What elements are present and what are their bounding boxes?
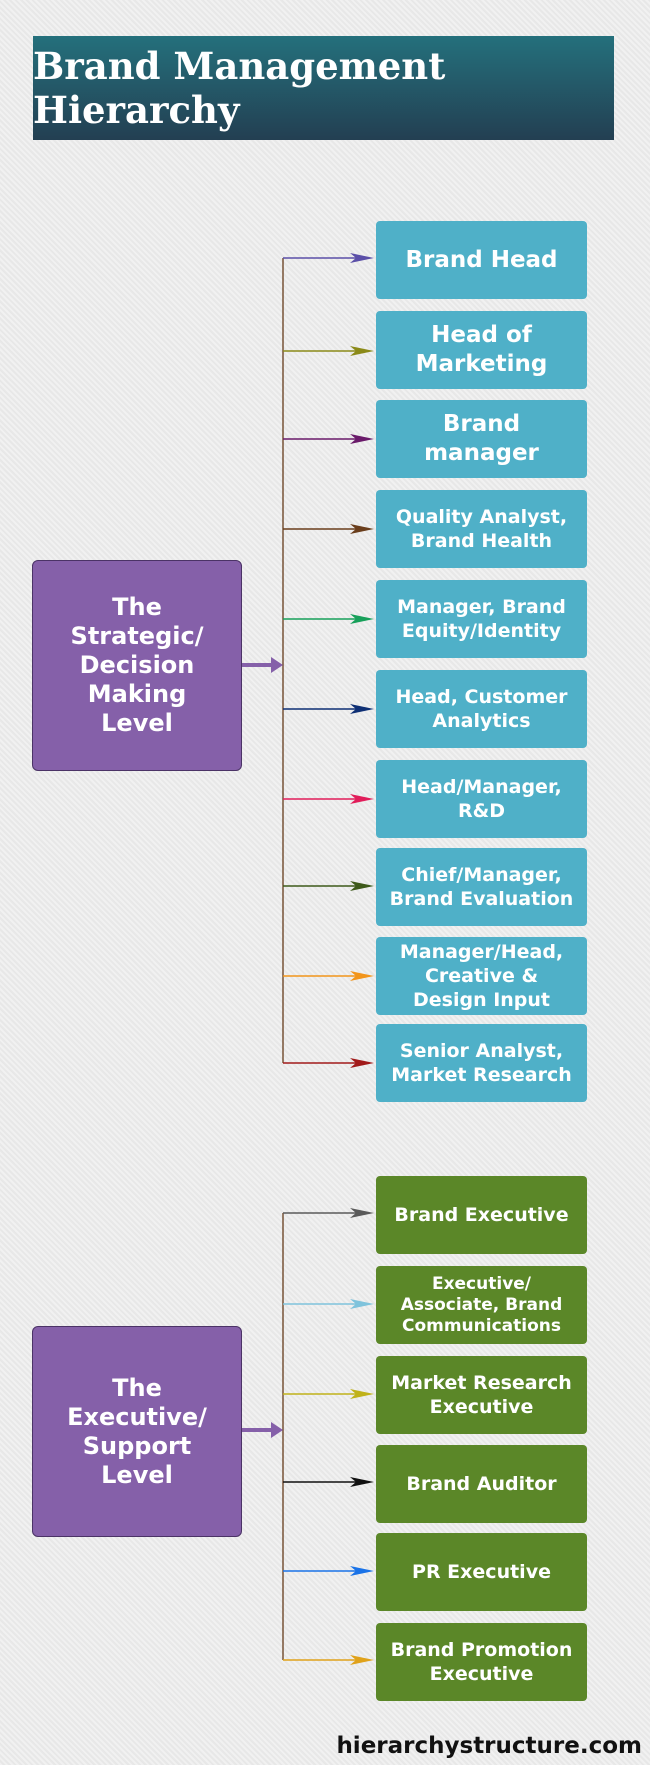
title-banner: Brand Management Hierarchy <box>33 36 614 140</box>
branch-arrow-head <box>350 1655 374 1665</box>
role-manager-head-creative: Manager/Head, Creative & Design Input <box>376 937 587 1015</box>
branch-arrow-head <box>350 1299 374 1309</box>
branch-arrow-head <box>350 524 374 534</box>
role-senior-analyst-market-research: Senior Analyst, Market Research <box>376 1024 587 1102</box>
role-brand-manager: Brand manager <box>376 400 587 478</box>
role-brand-head: Brand Head <box>376 221 587 299</box>
page-title: Brand Management Hierarchy <box>33 44 446 132</box>
role-head-customer-analytics: Head, Customer Analytics <box>376 670 587 748</box>
level-label-strategic: The Strategic/ Decision Making Level <box>70 593 204 737</box>
footer-site-name: hierarchystructure.com <box>336 1733 642 1759</box>
level-arrow-head <box>271 1422 283 1438</box>
branch-arrow-head <box>350 1208 374 1218</box>
branch-arrow-head <box>350 971 374 981</box>
branch-arrow-head <box>350 704 374 714</box>
role-chief-manager-brand-evaluation: Chief/Manager, Brand Evaluation <box>376 848 587 926</box>
branch-arrow-head <box>350 881 374 891</box>
strategic-connectors <box>242 253 374 1068</box>
branch-arrow-head <box>350 1389 374 1399</box>
branch-arrow-head <box>350 1566 374 1576</box>
role-brand-promotion-executive: Brand Promotion Executive <box>376 1623 587 1701</box>
branch-arrow-head <box>350 1477 374 1487</box>
role-executive-associate-brand-communications: Executive/ Associate, Brand Communicatio… <box>376 1266 587 1344</box>
level-box-executive: The Executive/ Support Level <box>32 1326 242 1537</box>
role-pr-executive: PR Executive <box>376 1533 587 1611</box>
role-manager-brand-equity: Manager, Brand Equity/Identity <box>376 580 587 658</box>
role-market-research-executive: Market Research Executive <box>376 1356 587 1434</box>
level-label-executive: The Executive/ Support Level <box>67 1373 207 1489</box>
branch-arrow-head <box>350 346 374 356</box>
branch-arrow-head <box>350 614 374 624</box>
role-brand-auditor: Brand Auditor <box>376 1445 587 1523</box>
branch-arrow-head <box>350 794 374 804</box>
level-arrow-head <box>271 657 283 673</box>
executive-connectors <box>242 1208 374 1665</box>
role-head-manager-rnd: Head/Manager, R&D <box>376 760 587 838</box>
role-head-of-marketing: Head of Marketing <box>376 311 587 389</box>
role-brand-executive: Brand Executive <box>376 1176 587 1254</box>
level-box-strategic: The Strategic/ Decision Making Level <box>32 560 242 771</box>
branch-arrow-head <box>350 434 374 444</box>
role-quality-analyst: Quality Analyst, Brand Health <box>376 490 587 568</box>
branch-arrow-head <box>350 253 374 263</box>
branch-arrow-head <box>350 1058 374 1068</box>
